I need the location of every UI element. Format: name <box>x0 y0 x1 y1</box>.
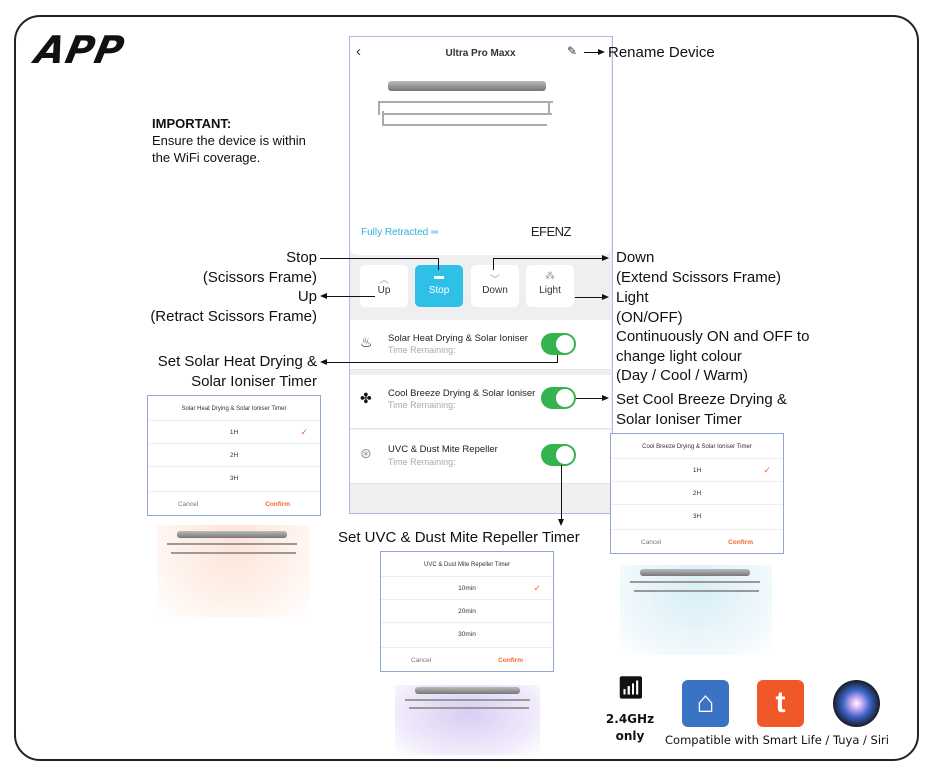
uvc-illustration <box>395 685 540 755</box>
dialog-title: Solar Heat Drying & Solar Ioniser Timer <box>181 406 287 412</box>
important-line: Ensure the device is within <box>152 133 306 148</box>
uvc-timer-dialog: UVC & Dust Mite Repeller Timer 10min✓ 20… <box>380 551 554 672</box>
chevron-up-icon: ︿ <box>379 275 389 286</box>
cancel-button[interactable]: Cancel <box>641 539 662 546</box>
timer-option[interactable]: 2H <box>611 481 783 504</box>
back-icon[interactable]: ‹ <box>356 43 361 60</box>
cool-toggle[interactable] <box>541 387 576 409</box>
brand-logo: EFENZ <box>530 224 572 239</box>
cool-label: Set Cool Breeze Drying &Solar Ioniser Ti… <box>616 391 787 428</box>
stop-button[interactable]: ▬Stop <box>415 265 463 307</box>
solar-toggle[interactable] <box>541 333 576 355</box>
page-border <box>14 15 919 761</box>
device-image <box>370 81 553 131</box>
rename-label: Rename Device <box>608 44 715 61</box>
timer-option[interactable]: 2H <box>148 443 320 466</box>
important-line: the WiFi coverage. <box>152 150 261 165</box>
stop-label: Stop(Scissors Frame) <box>202 249 317 286</box>
dialog-title: Cool Breeze Drying & Solar Ioniser Timer <box>642 444 752 450</box>
check-icon: ✓ <box>533 583 541 593</box>
arrow-icon <box>320 293 327 299</box>
timer-option[interactable]: 1H✓ <box>611 458 783 481</box>
dialog-title: UVC & Dust Mite Repeller Timer <box>423 562 511 568</box>
arrow-icon <box>602 255 609 261</box>
light-button[interactable]: ⁂Light <box>526 265 574 307</box>
important-title: IMPORTANT: <box>152 116 232 131</box>
timer-option[interactable]: 10min✓ <box>381 576 553 599</box>
confirm-button[interactable]: Confirm <box>498 657 523 664</box>
check-icon: ✓ <box>763 465 771 475</box>
siri-icon <box>833 680 880 727</box>
device-card: ‹ Ultra Pro Maxx ✎ Fully Retracted ═ EFE… <box>350 37 611 255</box>
phone-screen: ‹ Ultra Pro Maxx ✎ Fully Retracted ═ EFE… <box>349 36 613 514</box>
down-label: Down(Extend Scissors Frame) <box>616 249 782 286</box>
chevron-down-icon: ﹀ <box>490 275 500 286</box>
pencil-icon[interactable]: ✎ <box>566 44 577 58</box>
up-label: Up(Retract Scissors Frame) <box>150 288 317 325</box>
function-title: UVC & Dust Mite Repeller <box>388 444 498 455</box>
function-subtitle: Time Remaining: <box>388 345 456 355</box>
wifi-icon: 📶︎ <box>617 675 645 700</box>
tuya-icon: t <box>757 680 804 727</box>
function-row-solar: ♨ Solar Heat Drying & Solar Ioniser Time… <box>350 320 611 370</box>
function-title: Solar Heat Drying & Solar Ioniser <box>388 333 528 344</box>
cancel-button[interactable]: Cancel <box>411 657 432 664</box>
uvc-label: Set UVC & Dust Mite Repeller Timer <box>338 529 580 546</box>
timer-option[interactable]: 3H <box>148 466 320 489</box>
app-logo: APP <box>31 28 129 72</box>
timer-option[interactable]: 3H <box>611 504 783 527</box>
confirm-button[interactable]: Confirm <box>728 539 753 546</box>
smart-life-icon: ⌂ <box>682 680 729 727</box>
uvc-icon: ⊛ <box>360 445 372 461</box>
solar-heat-icon: ♨ <box>360 334 373 350</box>
light-icon: ⁂ <box>545 271 555 282</box>
cool-breeze-illustration <box>620 565 772 655</box>
arrow-icon <box>602 395 609 401</box>
timer-option[interactable]: 1H✓ <box>148 420 320 443</box>
solar-heat-illustration <box>157 525 310 617</box>
compatibility-text: Compatible with Smart Life / Tuya / Siri <box>665 733 889 747</box>
check-icon: ✓ <box>300 427 308 437</box>
arrow-icon <box>320 359 327 365</box>
function-title: Cool Breeze Drying & Solar Ioniser <box>388 388 536 399</box>
solar-timer-dialog: Solar Heat Drying & Solar Ioniser Timer … <box>147 395 321 516</box>
arrow-icon <box>558 519 564 526</box>
arrow-icon <box>598 49 605 55</box>
timer-option[interactable]: 20min <box>381 599 553 622</box>
down-button[interactable]: ﹀Down <box>471 265 519 307</box>
function-row-cool: ✤ Cool Breeze Drying & Solar Ioniser Tim… <box>350 375 611 429</box>
up-button[interactable]: ︿Up <box>360 265 408 307</box>
status-text: Fully Retracted ═ <box>361 227 439 238</box>
arrow-icon <box>602 294 609 300</box>
timer-option[interactable]: 30min <box>381 622 553 645</box>
function-subtitle: Time Remaining: <box>388 457 456 467</box>
device-title: Ultra Pro Maxx <box>445 48 516 59</box>
function-row-uvc: ⊛ UVC & Dust Mite Repeller Time Remainin… <box>350 430 611 484</box>
stop-icon: ▬ <box>434 271 444 282</box>
solar-label: Set Solar Heat Drying &Solar Ioniser Tim… <box>157 353 317 390</box>
important-note: IMPORTANT: Ensure the device is within t… <box>152 115 306 166</box>
fan-icon: ✤ <box>360 390 372 406</box>
confirm-button[interactable]: Confirm <box>265 501 290 508</box>
function-subtitle: Time Remaining: <box>388 400 456 410</box>
cancel-button[interactable]: Cancel <box>178 501 199 508</box>
cool-timer-dialog: Cool Breeze Drying & Solar Ioniser Timer… <box>610 433 784 554</box>
uvc-toggle[interactable] <box>541 444 576 466</box>
